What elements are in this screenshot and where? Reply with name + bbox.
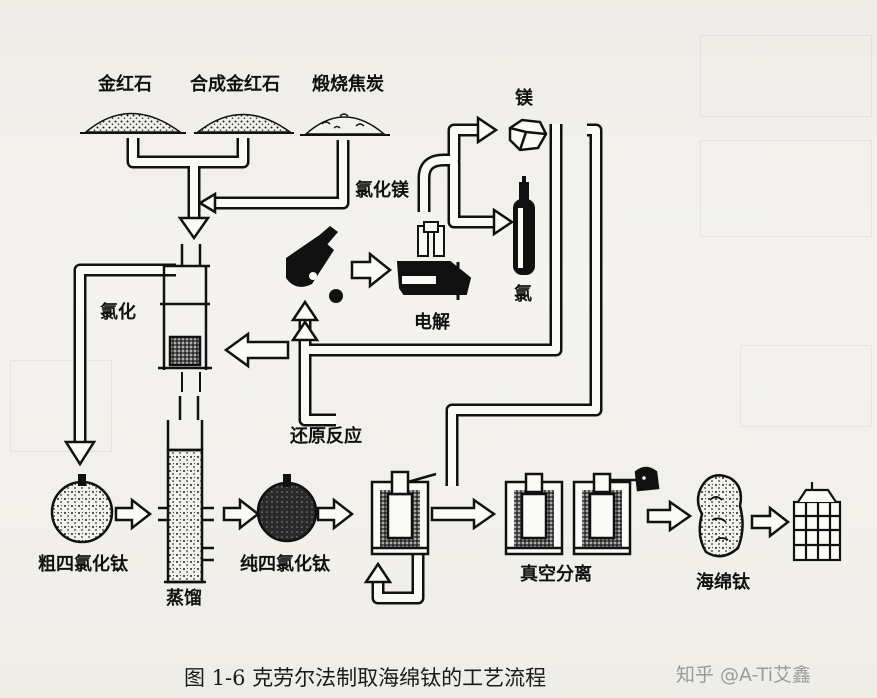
arrow-down-into-chlorinator <box>177 216 211 241</box>
label-synthetic-rutile: 合成金红石 <box>190 74 280 95</box>
synthetic-rutile-pile <box>194 113 294 134</box>
titanium-ingot-stack <box>792 482 842 562</box>
calcined-coke-pile <box>300 113 390 136</box>
arrow-right-magnesium <box>476 115 499 145</box>
arrow-up-reactor-bottom <box>363 561 393 584</box>
pure-ticl4-flask <box>256 474 318 543</box>
block-arrow-to-sponge <box>646 499 693 533</box>
block-arrow-chlorine-to-chlorinator <box>223 331 290 369</box>
titanium-sponge-icon <box>696 474 744 558</box>
chlorinator-column <box>158 244 212 392</box>
label-rutile: 金红石 <box>98 74 152 95</box>
arrow-left-coke-feed <box>197 191 217 215</box>
chlorine-cylinder <box>513 176 535 275</box>
flow-pipes <box>73 123 603 605</box>
block-arrow-to-product <box>750 505 791 539</box>
label-titanium-sponge: 海绵钛 <box>696 572 750 593</box>
bleed-through-box <box>10 360 112 452</box>
arrowheads <box>63 115 515 584</box>
arrow-right-chlorine <box>492 207 515 237</box>
figure-caption: 图 1-6 克劳尔法制取海绵钛的工艺流程 <box>184 666 547 690</box>
label-crude-ticl4: 粗四氯化钛 <box>38 554 128 575</box>
label-calcined-coke: 煅烧焦炭 <box>312 74 384 95</box>
block-arrows <box>114 251 791 539</box>
reduction-reactor <box>370 470 437 556</box>
ladle-icon <box>286 226 343 303</box>
bleed-through-box <box>700 35 872 117</box>
label-distillation: 蒸馏 <box>166 588 202 609</box>
block-arrow-reactor-to-vacuum <box>430 497 497 531</box>
electrolysis-cell <box>396 221 472 300</box>
vacuum-furnace-left <box>504 472 564 556</box>
label-pure-ticl4: 纯四氯化钛 <box>240 554 330 575</box>
arrow-up-chlorine-return <box>290 299 320 322</box>
arrow-up-reduction <box>290 319 320 342</box>
block-arrow-crude-to-still <box>114 497 153 531</box>
label-reduction: 还原反应 <box>290 426 362 447</box>
bleed-through-box <box>700 140 872 237</box>
magnesium-block <box>508 118 548 152</box>
distillation-column <box>158 396 214 584</box>
bleed-through-box <box>740 345 872 427</box>
label-electrolysis: 电解 <box>414 312 450 333</box>
label-chlorination: 氯化 <box>100 302 136 323</box>
label-chlorine: 氯 <box>514 284 532 305</box>
label-magnesium-chloride: 氯化镁 <box>355 180 409 201</box>
block-arrow-still-to-pure <box>222 497 261 531</box>
crude-ticl4-flask <box>50 474 114 544</box>
block-arrow-pure-to-reactor <box>316 497 355 531</box>
label-magnesium: 镁 <box>515 88 533 109</box>
rutile-pile <box>80 112 186 134</box>
watermark: 知乎 @A-Ti艾鑫 <box>676 664 812 686</box>
block-arrow-to-electrolysis <box>350 251 393 289</box>
arrow-down-crude-ticl4 <box>63 440 97 467</box>
label-vacuum-separation: 真空分离 <box>520 564 592 585</box>
vacuum-furnace-right <box>572 466 660 556</box>
